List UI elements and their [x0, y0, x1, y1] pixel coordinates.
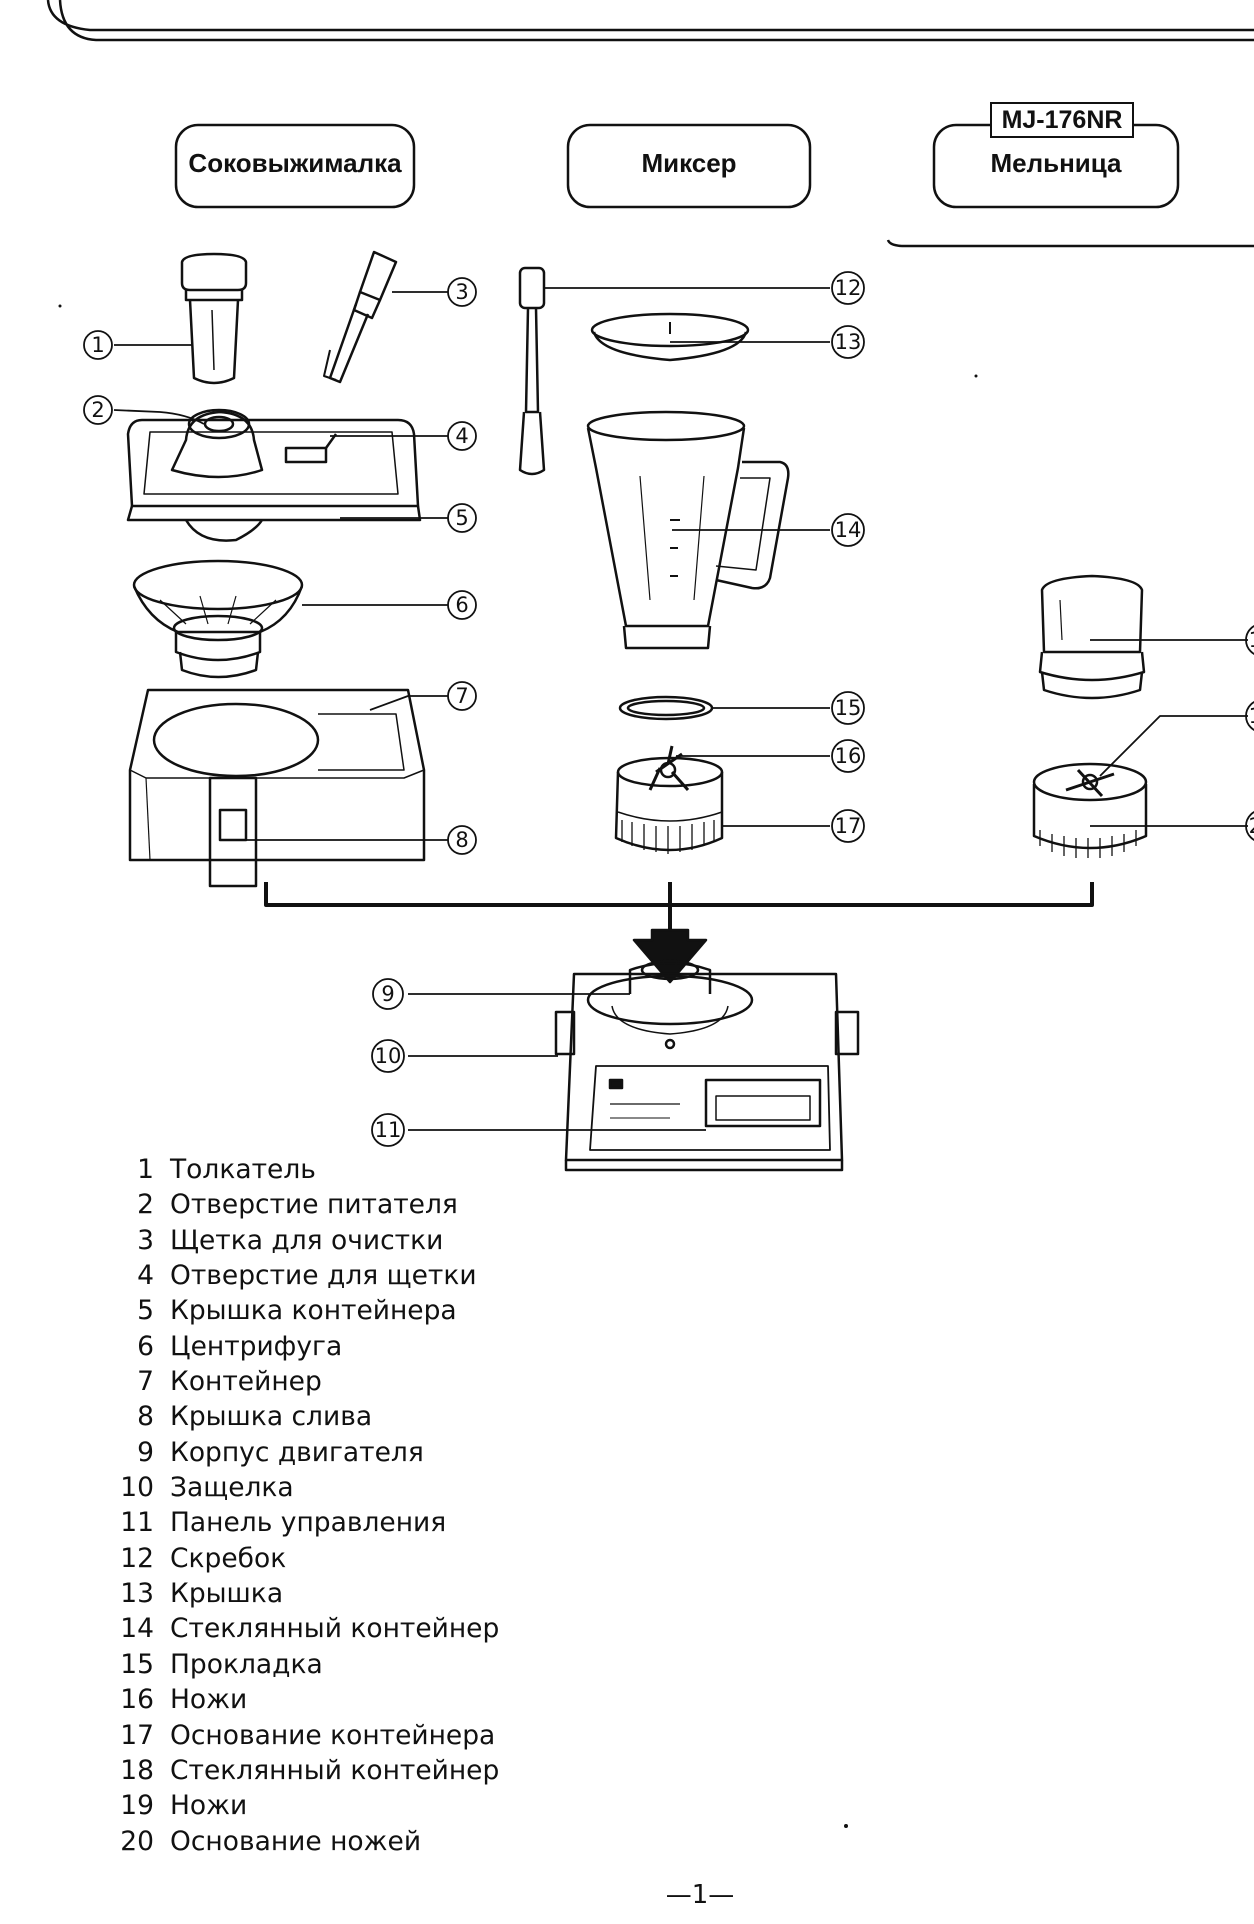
mill-blade-drawing — [1032, 762, 1148, 802]
top-frame — [46, 0, 1254, 42]
juicer-frame — [174, 123, 416, 209]
blade-drawing — [648, 745, 690, 791]
svg-text:18: 18 — [1249, 628, 1254, 652]
gasket-drawing — [618, 695, 714, 721]
callout-markers: 1 2 3 4 5 6 7 8 9 10 11 12 13 14 15 16 1… — [83, 271, 1254, 1147]
page-number: —1— — [665, 1880, 735, 1910]
callout-4: 4 — [447, 421, 477, 451]
scan-speck — [58, 304, 62, 308]
mill-label: Мельница — [990, 148, 1122, 178]
svg-text:5: 5 — [455, 506, 468, 530]
scan-speck — [844, 1824, 848, 1828]
svg-text:11: 11 — [375, 1118, 402, 1142]
mixer-frame — [566, 123, 812, 209]
callout-2: 2 — [83, 395, 113, 425]
scraper-drawing — [518, 266, 546, 476]
callout-6: 6 — [447, 590, 477, 620]
callout-18: 18 — [1245, 625, 1254, 655]
svg-text:19: 19 — [1249, 704, 1254, 728]
blender-lid-drawing — [590, 312, 750, 362]
svg-text:6: 6 — [455, 593, 468, 617]
mill-glass-drawing — [1038, 574, 1146, 700]
callout-13: 13 — [831, 325, 865, 359]
svg-text:7: 7 — [455, 684, 468, 708]
svg-text:10: 10 — [375, 1044, 402, 1068]
down-arrow — [632, 928, 708, 984]
callout-5: 5 — [447, 503, 477, 533]
callout-12: 12 — [831, 271, 865, 305]
juicer-label: Соковыжималка — [188, 148, 402, 178]
callout-1: 1 — [83, 330, 113, 360]
mill-divider — [886, 239, 1254, 248]
svg-text:1: 1 — [91, 333, 104, 357]
pusher-drawing — [180, 252, 248, 385]
callout-10: 10 — [371, 1039, 405, 1073]
svg-text:8: 8 — [455, 828, 468, 852]
callout-19: 19 — [1245, 701, 1254, 731]
brush-drawing — [323, 250, 398, 384]
callout-15: 15 — [831, 691, 865, 725]
svg-text:9: 9 — [381, 982, 394, 1006]
container-drawing — [128, 688, 426, 888]
svg-text:2: 2 — [91, 398, 104, 422]
leader-lines — [113, 287, 1248, 1131]
mill-base-drawing — [1032, 784, 1148, 858]
model-number-tag: MJ-176NR — [990, 102, 1134, 138]
callout-7: 7 — [447, 681, 477, 711]
jar-base-drawing — [614, 756, 724, 854]
svg-text:3: 3 — [455, 280, 468, 304]
motor-base-drawing — [554, 959, 860, 1172]
callout-9: 9 — [372, 978, 404, 1010]
callout-14: 14 — [831, 513, 865, 547]
callout-17: 17 — [831, 809, 865, 843]
centrifuge-drawing — [132, 559, 304, 679]
lid-drawing — [126, 408, 422, 542]
svg-text:20: 20 — [1249, 814, 1254, 838]
connector-lines — [264, 882, 1094, 935]
callout-20: 20 — [1245, 811, 1254, 841]
callout-11: 11 — [371, 1113, 405, 1147]
svg-text:16: 16 — [835, 744, 862, 768]
callout-8: 8 — [447, 825, 477, 855]
svg-text:14: 14 — [835, 518, 862, 542]
svg-text:4: 4 — [455, 424, 468, 448]
mixer-label: Миксер — [641, 148, 737, 178]
svg-text:15: 15 — [835, 696, 862, 720]
svg-text:12: 12 — [835, 276, 862, 300]
glass-jar-drawing — [586, 410, 790, 650]
svg-text:13: 13 — [835, 330, 862, 354]
callout-3: 3 — [447, 277, 477, 307]
svg-text:17: 17 — [835, 814, 862, 838]
scan-speck — [974, 374, 978, 378]
callout-16: 16 — [831, 739, 865, 773]
